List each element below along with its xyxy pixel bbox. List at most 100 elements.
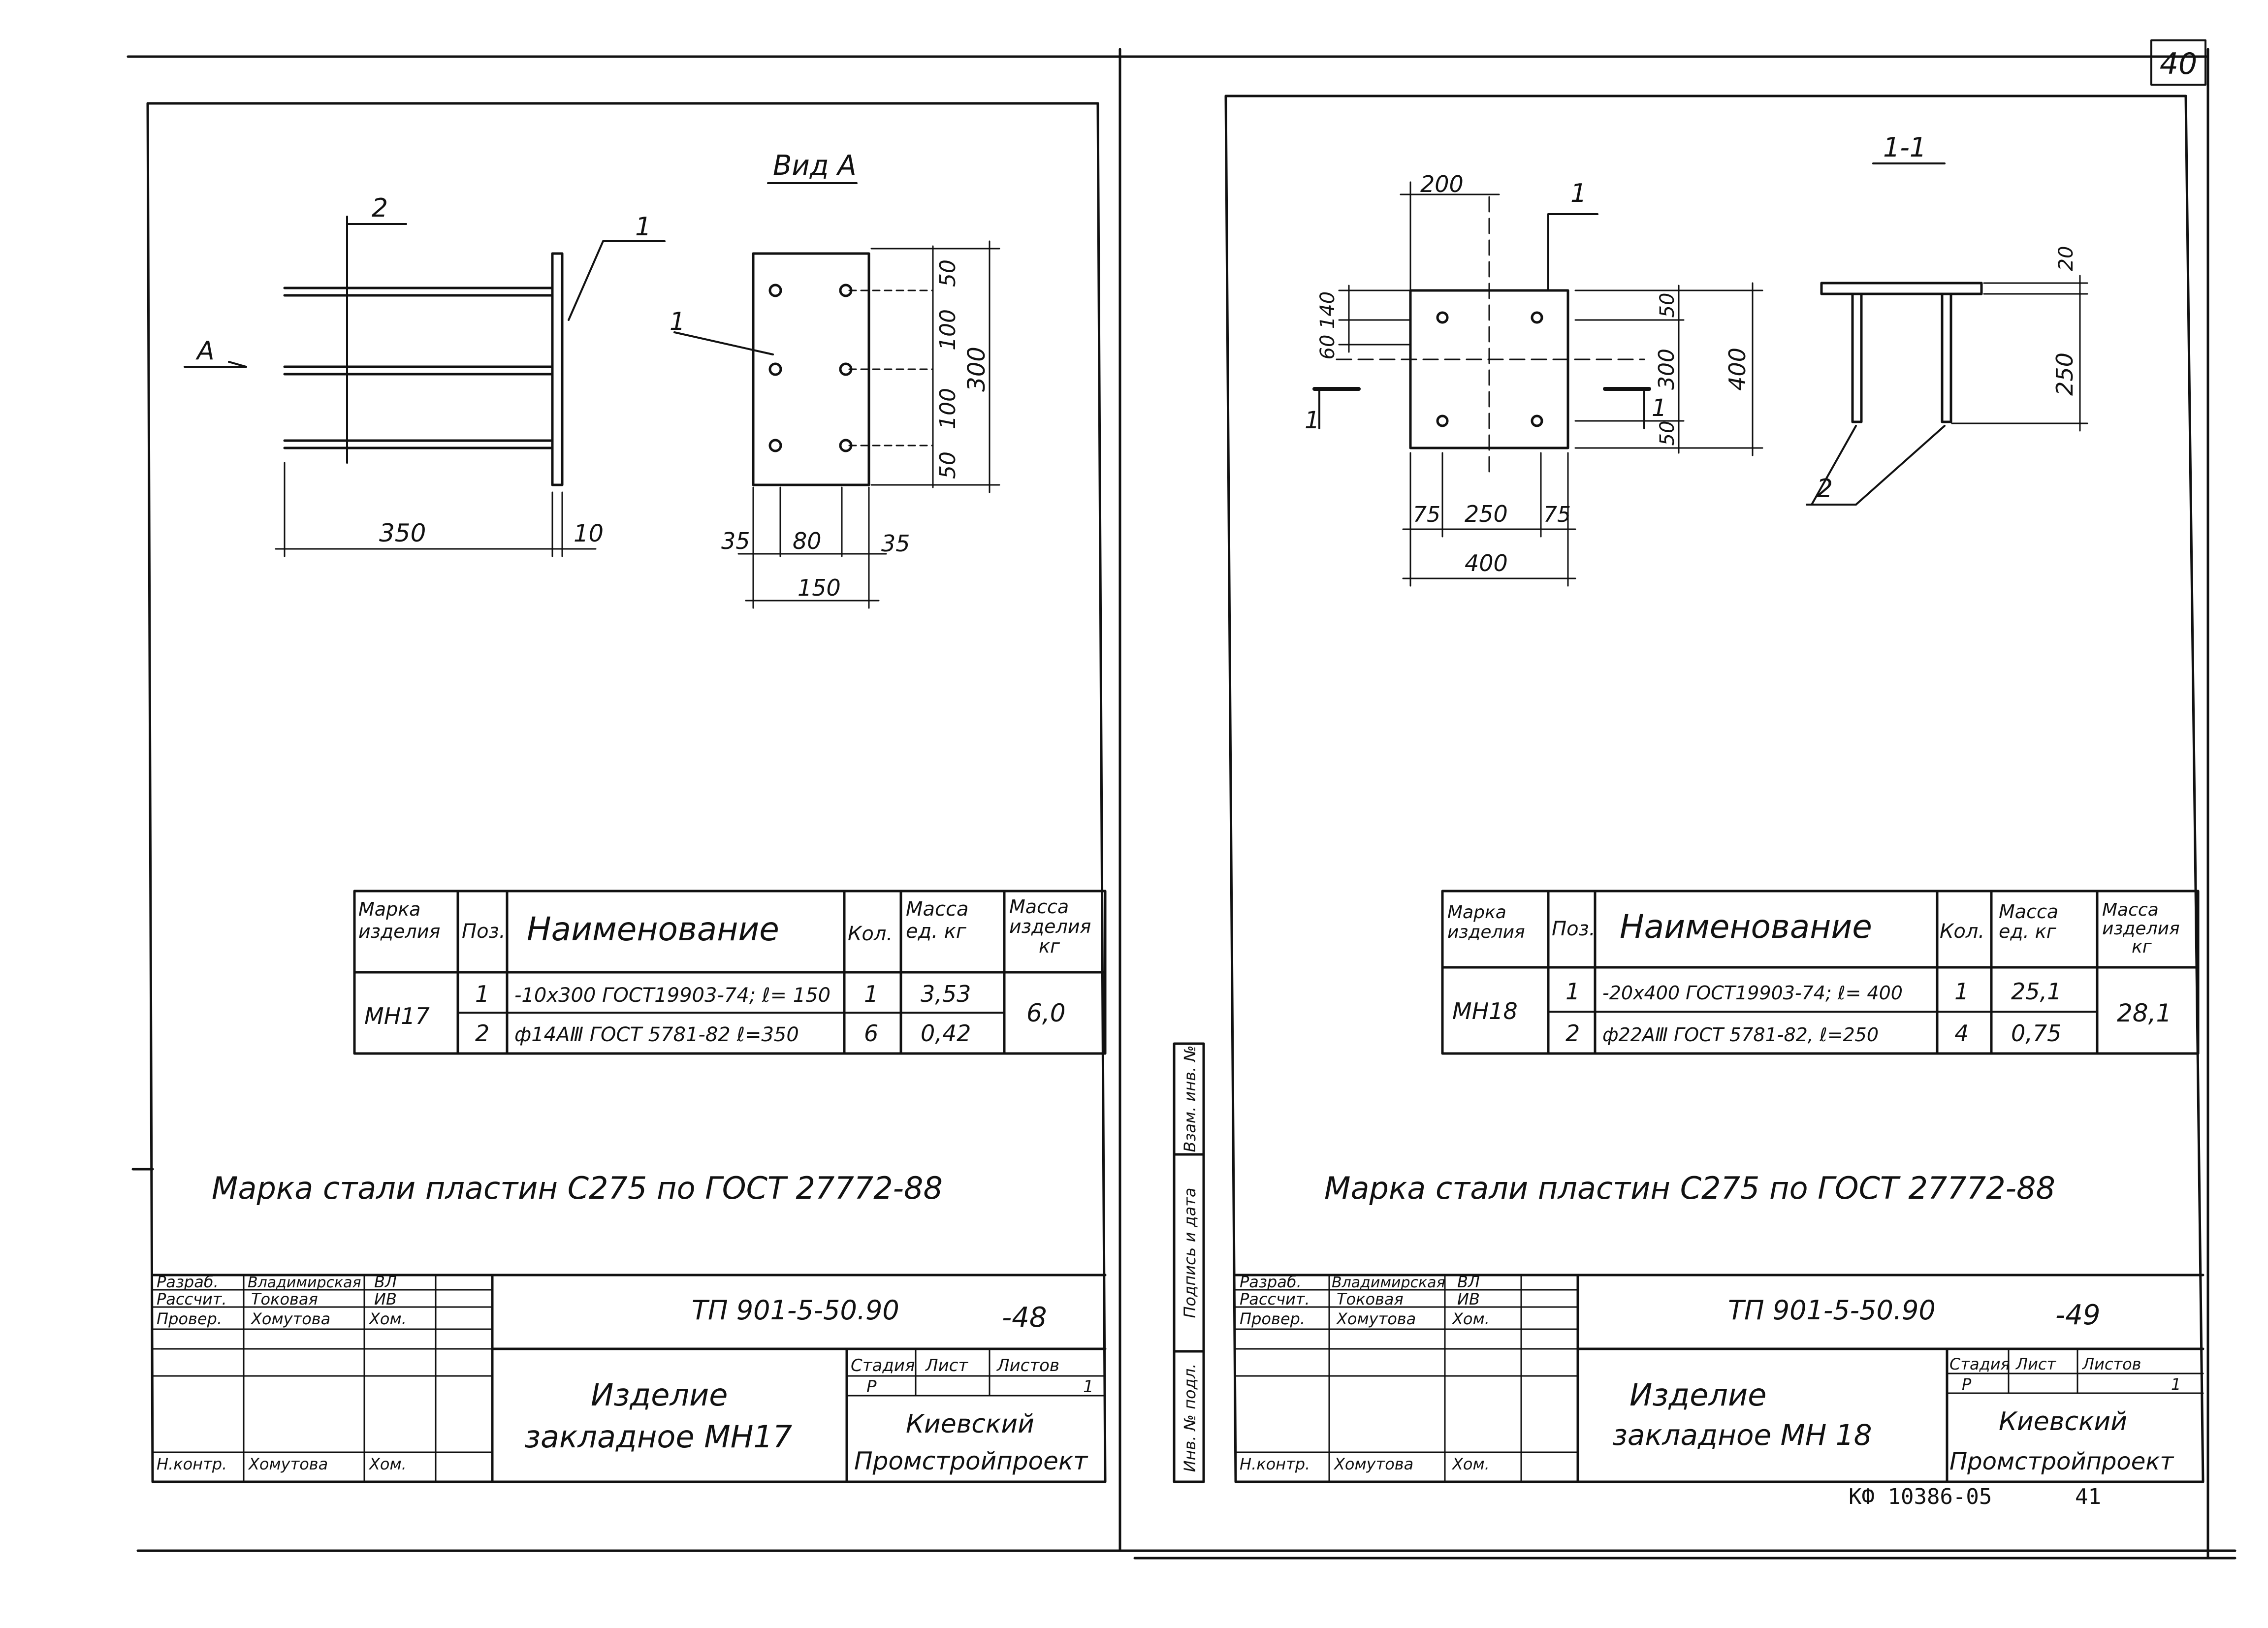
left-stamp-name-5: Хомутова (248, 1455, 328, 1473)
right-title-block (1234, 1274, 2204, 1483)
right-dim-60: 60 (1316, 335, 1339, 360)
left-dim-100b: 100 (935, 388, 960, 429)
left-stamp-role-1: Рассчит. (157, 1290, 227, 1309)
left-stamp-title1: Изделие (591, 1377, 728, 1413)
right-dim-200: 200 (1420, 171, 1464, 197)
right-cell-mark: МН18 (1452, 998, 1518, 1024)
right-stamp-name-5: Хомутова (1333, 1455, 1413, 1473)
right-cell-qty2: 4 (1954, 1020, 1969, 1047)
left-cell-name2: ф14АⅢ ГОСТ 5781-82 ℓ=350 (514, 1023, 799, 1046)
left-spec-table (353, 890, 1107, 1055)
right-stamp-sign-2: Хом. (1451, 1309, 1490, 1328)
right-spec-table (1441, 890, 2200, 1055)
right-stamp-org1: Киевский (1999, 1407, 2127, 1436)
left-cell-qty1: 1 (864, 981, 878, 1007)
left-stamp-h-stage: Стадия (851, 1356, 915, 1375)
right-stamp-name-2: Хомутова (1336, 1309, 1416, 1328)
left-sheet-frame (131, 102, 1107, 1483)
right-stamp-h-lists: Листов (2082, 1355, 2141, 1373)
right-th-qty: Кол. (1940, 920, 1984, 943)
outer-frame (127, 39, 2236, 1560)
left-stamp-sign-1: ИВ (374, 1290, 397, 1309)
right-cut-left: 1 (1305, 407, 1320, 434)
side-strip-vzam: Взам. инв. № (1181, 1045, 1199, 1152)
right-stamp-org2: Промстройпроект (1949, 1448, 2174, 1475)
right-stamp-h-stage: Стадия (1949, 1355, 2010, 1373)
left-stamp-sheet: -48 (1002, 1302, 1047, 1334)
right-section-pos2: 2 (1817, 474, 1833, 504)
left-dim-10: 10 (574, 520, 604, 547)
right-stamp-sign-1: ИВ (1457, 1290, 1480, 1309)
left-stamp-org2: Промстройпроект (854, 1447, 1088, 1475)
right-dim-75b: 75 (1543, 502, 1571, 527)
left-cell-mass1: 3,53 (921, 981, 971, 1007)
left-stamp-sign-2: Хом. (368, 1309, 407, 1328)
left-stamp-lists: 1 (1083, 1377, 1094, 1397)
right-dim-50a: 50 (1656, 293, 1679, 318)
right-th-pos: Поз. (1552, 918, 1596, 940)
right-dim-400v: 400 (1724, 348, 1751, 391)
side-strip (1173, 1042, 1205, 1483)
left-stamp-sign-5: Хом. (368, 1455, 407, 1473)
right-stamp-sign-0: ВЛ (1457, 1273, 1480, 1291)
right-stamp-role-5: Н.контр. (1240, 1455, 1310, 1473)
right-stamp-h-list: Лист (2015, 1355, 2056, 1373)
left-cell-qty2: 6 (864, 1020, 878, 1047)
right-steel-note: Марка стали пластин С275 по ГОСТ 27772-8… (1324, 1170, 2055, 1206)
left-steel-note: Марка стали пластин С275 по ГОСТ 27772-8… (212, 1170, 943, 1206)
right-cell-mass1: 25,1 (2011, 978, 2061, 1005)
right-stamp-name-1: Токовая (1337, 1290, 1404, 1309)
right-cell-mass2: 0,75 (2011, 1020, 2061, 1047)
side-strip-inv: Инв. № подл. (1181, 1364, 1199, 1472)
left-pos1-callout: 1 (635, 212, 651, 242)
left-dim-50b: 50 (935, 451, 960, 479)
right-cell-pos1: 1 (1565, 978, 1580, 1005)
left-dim-80: 80 (793, 528, 822, 554)
left-cell-total: 6,0 (1026, 999, 1066, 1027)
right-cell-name1: -20x400 ГОСТ19903-74; ℓ= 400 (1602, 982, 1903, 1004)
right-stamp-stage: Р (1962, 1375, 1972, 1394)
left-cell-mass2: 0,42 (921, 1020, 971, 1047)
right-dim-50b: 50 (1656, 421, 1679, 446)
left-stamp-h-lists: Листов (996, 1356, 1059, 1375)
right-dim-20: 20 (2055, 246, 2077, 271)
left-cell-pos2: 2 (475, 1020, 489, 1047)
right-plate-plan (1312, 181, 1763, 587)
right-stamp-title2: закладное МН 18 (1612, 1418, 1872, 1452)
right-dim-250: 250 (1465, 501, 1508, 527)
bottom-code: КФ 10386-05 (1849, 1484, 1992, 1509)
left-dim-35a: 35 (721, 528, 750, 554)
left-dim-350: 350 (379, 519, 426, 547)
left-stamp-sign-0: ВЛ (374, 1273, 397, 1291)
right-cell-qty1: 1 (1954, 978, 1969, 1005)
left-dim-50a: 50 (935, 259, 960, 287)
right-stamp-sign-5: Хом. (1451, 1455, 1490, 1473)
left-th-qty: Кол. (848, 923, 893, 945)
left-view-arrow-label: А (195, 336, 215, 366)
right-pos1-callout: 1 (1570, 179, 1587, 208)
left-dim-100a: 100 (935, 309, 960, 351)
left-stamp-role-2: Провер. (157, 1309, 222, 1328)
left-cell-pos1: 1 (475, 981, 489, 1007)
left-cell-mark: МН17 (364, 1003, 430, 1029)
left-stamp-name-1: Токовая (251, 1290, 318, 1309)
right-dim-400h: 400 (1465, 550, 1508, 576)
right-stamp-role-2: Провер. (1240, 1309, 1305, 1328)
right-cell-pos2: 2 (1565, 1020, 1580, 1047)
right-cell-name2: ф22АⅢ ГОСТ 5781-82, ℓ=250 (1602, 1024, 1879, 1046)
side-strip-sign: Подпись и дата (1181, 1187, 1199, 1318)
right-dim-300: 300 (1654, 349, 1679, 390)
right-sheet-frame (1224, 95, 2204, 1483)
right-stamp-title1: Изделие (1629, 1377, 1766, 1413)
left-view-pos1-callout: 1 (670, 307, 685, 336)
left-stamp-role-0: Разраб. (157, 1273, 219, 1291)
right-dim-250v: 250 (2051, 352, 2078, 396)
left-side-view (184, 216, 666, 557)
left-view-title: Вид А (773, 150, 857, 182)
left-stamp-role-5: Н.контр. (157, 1455, 227, 1473)
